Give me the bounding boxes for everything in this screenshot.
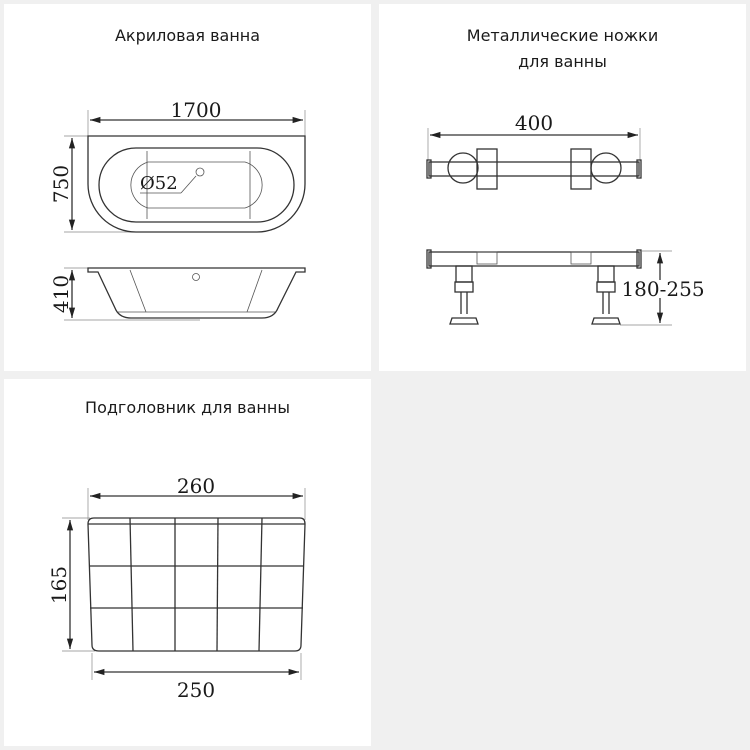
legs-height-range-label: 180-255: [621, 277, 704, 301]
bathtub-title: Акриловая ванна: [114, 26, 261, 45]
legs-panel: Металлические ножки для ванны 400: [379, 4, 746, 371]
bathtub-height-label: 410: [49, 275, 73, 313]
bathtub-width-label: 750: [49, 165, 73, 203]
headrest-height-label: 165: [47, 566, 71, 604]
bathtub-drawing: 1700 750 Ø52 410: [49, 98, 306, 321]
headrest-top-width-label: 260: [177, 474, 215, 498]
legs-title-line2: для ванны: [518, 52, 607, 71]
bathtub-panel: Акриловая ванна 1700 750 Ø52 410: [4, 4, 371, 371]
legs-length-label: 400: [515, 111, 553, 135]
drain-diameter-label: Ø52: [140, 173, 178, 194]
empty-panel: [379, 379, 746, 746]
headrest-title: Подголовник для ванны: [85, 398, 290, 417]
headrest-bottom-width-label: 250: [177, 678, 215, 702]
legs-drawing: 400 180-255: [426, 111, 705, 326]
legs-title-line1: Металлические ножки: [466, 26, 659, 45]
headrest-panel: Подголовник для ванны 260 165 250: [4, 379, 371, 746]
bathtub-length-label: 1700: [171, 98, 222, 122]
headrest-drawing: 260 165 250: [47, 474, 306, 702]
